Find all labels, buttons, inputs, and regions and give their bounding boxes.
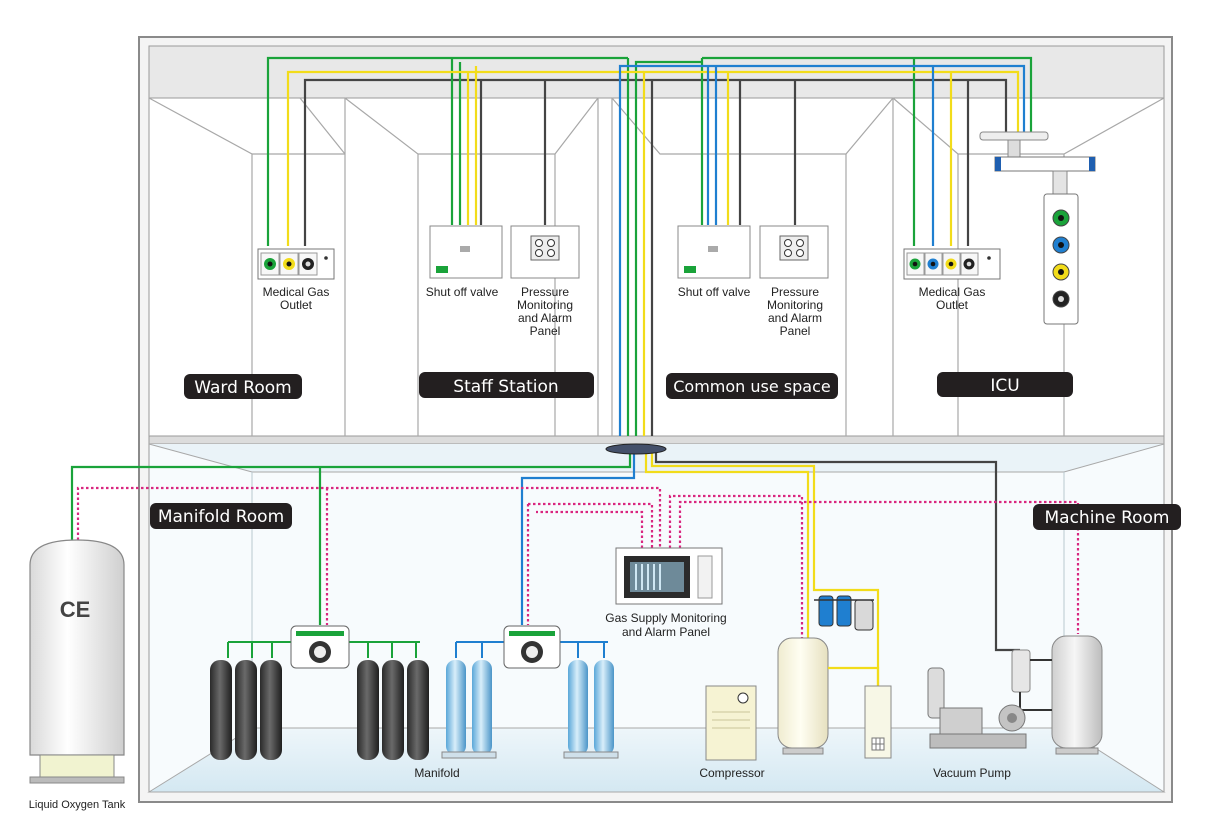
- common-alarm-label-1: Pressure: [771, 285, 819, 299]
- icu-gas-outlet: [903, 248, 1001, 280]
- staff-valve-label: Shut off valve: [426, 285, 499, 299]
- machine-room-text: Machine Room: [1045, 508, 1170, 528]
- liquid-oxygen-tank-label: Liquid Oxygen Tank: [29, 799, 126, 811]
- common-shut-off-valve: [677, 225, 751, 279]
- room-label-icu: ICU: [937, 372, 1073, 397]
- staff-shut-off-valve: [429, 225, 503, 279]
- icu-text: ICU: [990, 376, 1019, 396]
- vacuum-pump-label: Vacuum Pump: [933, 766, 1011, 780]
- compressor-label: Compressor: [699, 766, 764, 780]
- staff-alarm-label-2: Monitoring: [517, 298, 573, 312]
- staff-alarm-label-3: and Alarm: [518, 311, 572, 325]
- icu-outlet-label-1: Medical Gas: [919, 285, 986, 299]
- common-alarm-label-4: Panel: [780, 324, 811, 338]
- gas-supply-label-1: Gas Supply Monitoring: [605, 611, 726, 625]
- blue-gas-cylinders: [441, 660, 619, 759]
- staff-alarm-label-1: Pressure: [521, 285, 569, 299]
- manifold-room-text: Manifold Room: [158, 507, 284, 527]
- ward-gas-outlet: [257, 248, 335, 280]
- staff-station-text: Staff Station: [453, 377, 558, 397]
- icu-outlet-label-2: Outlet: [936, 298, 969, 312]
- common-alarm-panel: [759, 225, 829, 279]
- room-label-manifold-room: Manifold Room: [150, 503, 292, 529]
- dark-gas-cylinders: [210, 660, 429, 760]
- upper-room-walls: [148, 97, 1165, 436]
- ward-room-text: Ward Room: [194, 378, 291, 398]
- manifold-label: Manifold: [414, 766, 459, 780]
- common-alarm-label-2: Monitoring: [767, 298, 823, 312]
- gas-supply-monitoring-panel: [615, 547, 723, 605]
- ward-outlet-label-1: Medical Gas: [263, 285, 330, 299]
- floor-penetration: [605, 443, 667, 455]
- room-label-staff-station: Staff Station: [419, 372, 594, 398]
- gas-supply-label-2: and Alarm Panel: [622, 625, 710, 639]
- liquid-oxygen-tank: CE: [29, 539, 125, 784]
- icu-pendant: [979, 131, 1096, 325]
- upper-pipework: [266, 56, 1033, 436]
- room-label-machine-room: Machine Room: [1033, 504, 1181, 530]
- room-label-ward-room: Ward Room: [184, 374, 302, 399]
- staff-alarm-label-4: Panel: [530, 324, 561, 338]
- vacuum-pump-unit: [927, 635, 1103, 755]
- manifold-unit-nitrous: [455, 625, 608, 669]
- staff-alarm-panel: [510, 225, 580, 279]
- common-alarm-label-3: and Alarm: [768, 311, 822, 325]
- manifold-unit-oxygen: [227, 625, 420, 669]
- ward-outlet-label-2: Outlet: [280, 298, 313, 312]
- common-valve-label: Shut off valve: [678, 285, 751, 299]
- compressor-unit: [705, 595, 892, 761]
- common-use-space-text: Common use space: [673, 377, 831, 396]
- room-label-common-use-space: Common use space: [666, 373, 838, 399]
- tank-ce-mark: CE: [60, 597, 91, 622]
- lower-pipework: [70, 452, 1080, 686]
